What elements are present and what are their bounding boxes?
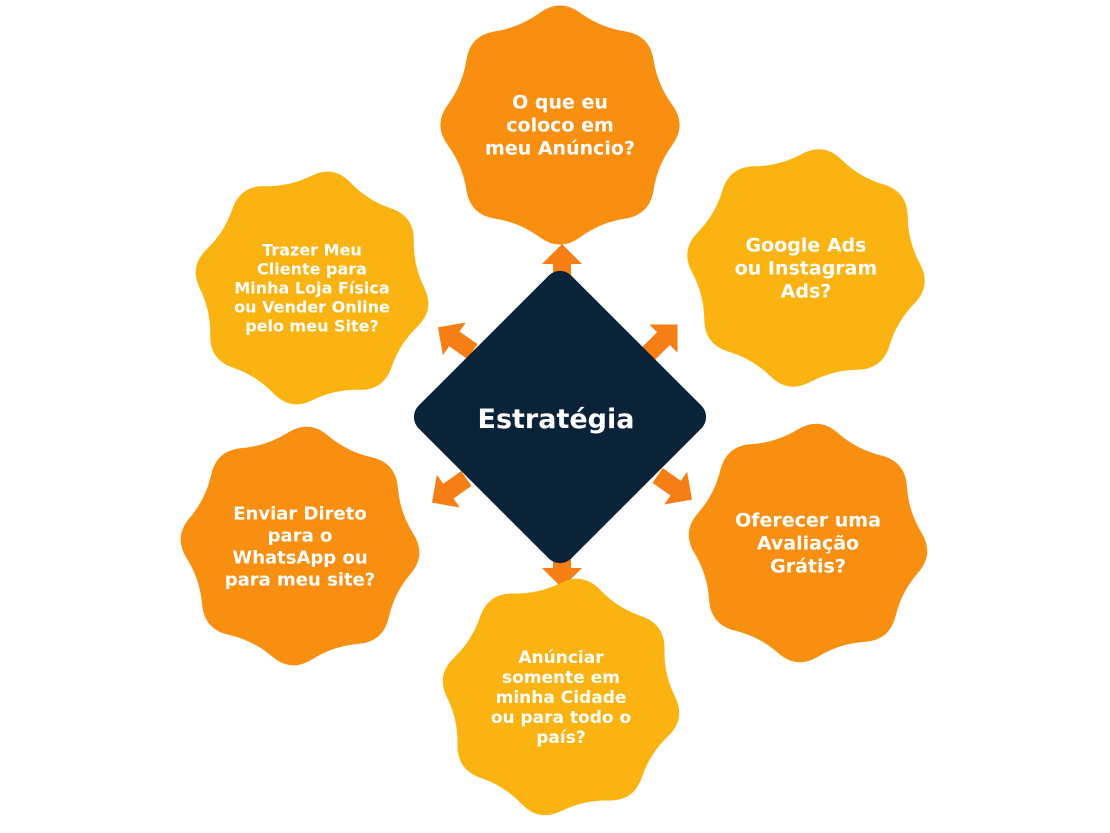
center-diamond xyxy=(413,270,707,564)
node-cidade-line: minha Cidade xyxy=(496,688,627,708)
arrow-to-avaliacao xyxy=(652,468,693,505)
node-cidade-line: somente em xyxy=(502,668,620,688)
node-avaliacao-line: Avaliação xyxy=(757,533,859,555)
node-whatsapp-line: WhatsApp ou xyxy=(232,547,367,568)
node-whatsapp-line: para meu site? xyxy=(225,569,376,590)
node-avaliacao-shape xyxy=(688,423,928,663)
node-whatsapp-line: Enviar Direto xyxy=(233,503,366,524)
node-loja-line: Minha Loja Física xyxy=(234,279,389,298)
node-anuncio-line: O que eu xyxy=(512,92,608,114)
node-anuncio-line: meu Anúncio? xyxy=(485,138,635,160)
node-avaliacao-line: Grátis? xyxy=(770,556,846,578)
node-anuncio-shape xyxy=(440,5,680,245)
node-loja-line: Trazer Meu xyxy=(262,241,362,260)
node-loja-line: Cliente para xyxy=(257,260,367,279)
arrow-to-whatsapp xyxy=(431,471,472,508)
node-whatsapp-shape xyxy=(180,426,420,666)
node-ads-shape xyxy=(687,149,925,387)
node-cidade-line: país? xyxy=(536,728,585,748)
node-avaliacao-line: Oferecer uma xyxy=(735,510,881,532)
node-ads-line: Google Ads xyxy=(746,235,867,257)
arrow-to-cidade xyxy=(542,546,582,588)
node-ads-line: Ads? xyxy=(781,281,832,303)
arrow-to-loja xyxy=(437,322,478,359)
node-anuncio-line: coloco em xyxy=(506,115,614,137)
center-label: Estratégia xyxy=(478,404,635,435)
center-node: Estratégia xyxy=(413,270,707,564)
node-whatsapp-line: para o xyxy=(268,525,333,546)
node-ads-line: ou Instagram xyxy=(735,258,878,280)
node-loja-line: ou Vender Online xyxy=(234,298,390,317)
node-cidade-shape xyxy=(442,578,680,816)
node-cidade-line: Anúnciar xyxy=(518,648,604,668)
node-loja-shape xyxy=(195,171,429,405)
arrow-to-ads xyxy=(641,324,678,361)
arrow-to-anuncio xyxy=(542,244,582,286)
node-cidade-line: ou para todo o xyxy=(491,708,631,728)
node-loja-line: pelo meu Site? xyxy=(245,317,379,336)
arrows-group xyxy=(431,244,693,588)
